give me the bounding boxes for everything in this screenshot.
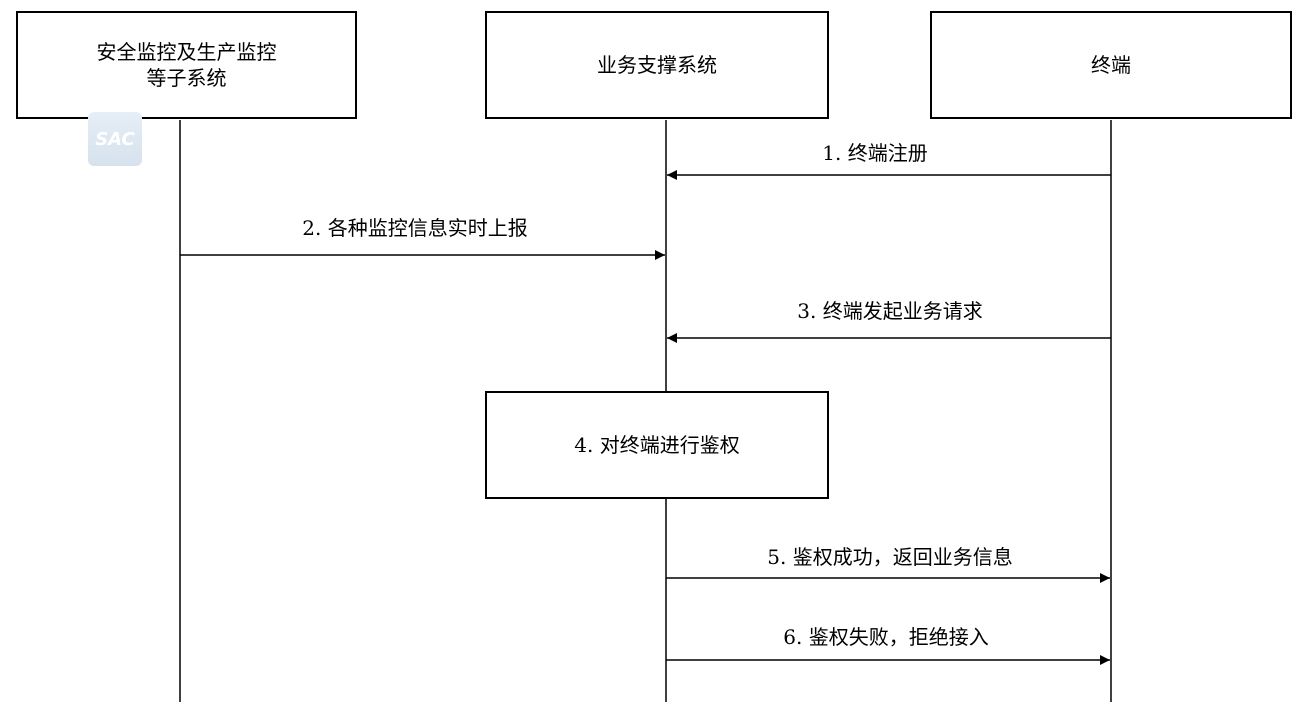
participant-support-label: 业务支撑系统 (597, 53, 717, 77)
process-auth-box: 4. 对终端进行鉴权 (485, 391, 829, 499)
sac-logo: SAC (88, 112, 142, 166)
participant-monitor: 安全监控及生产监控 等子系统 (16, 11, 357, 119)
message-label-m6: 6. 鉴权失败，拒绝接入 (783, 625, 989, 649)
process-auth-label: 4. 对终端进行鉴权 (574, 433, 740, 457)
message-label-m2: 2. 各种监控信息实时上报 (302, 216, 528, 240)
sac-logo-text: SAC (95, 128, 135, 150)
message-label-m3: 3. 终端发起业务请求 (797, 299, 983, 323)
message-label-m1: 1. 终端注册 (822, 141, 928, 165)
participant-terminal-label: 终端 (1091, 53, 1131, 77)
participant-monitor-label: 安全监控及生产监控 等子系统 (96, 40, 277, 90)
message-label-m5: 5. 鉴权成功，返回业务信息 (767, 545, 1013, 569)
participant-terminal: 终端 (930, 11, 1292, 119)
participant-support: 业务支撑系统 (485, 11, 829, 119)
